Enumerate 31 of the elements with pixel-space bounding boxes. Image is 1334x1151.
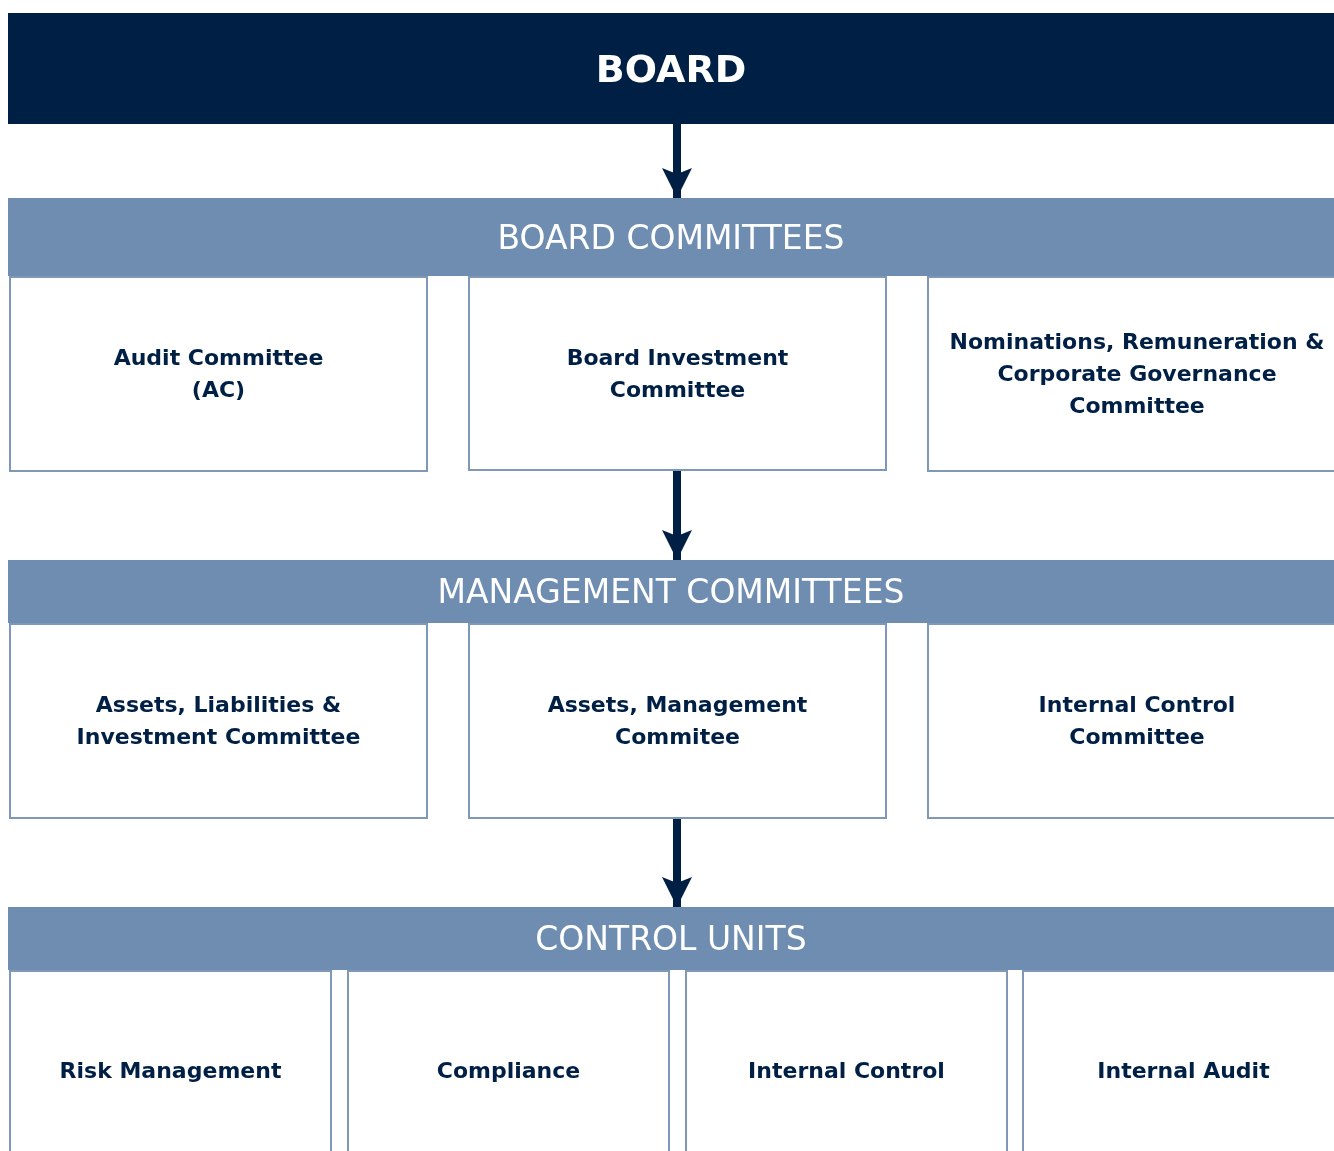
committee-box (9, 276, 428, 472)
box-label: Internal Control Committee (1037, 691, 1237, 751)
box-label: Risk Management (59, 1057, 282, 1085)
box-label: Board Investment Committee (565, 343, 790, 404)
committee-box (9, 623, 428, 819)
band-title: CONTROL UNITS (535, 919, 807, 958)
committee-box (468, 623, 887, 819)
section-band (8, 907, 1334, 970)
header-band (8, 13, 1334, 124)
committee-box (347, 970, 670, 1151)
section-band (8, 560, 1334, 623)
box-label: Audit Committee (AC) (112, 344, 325, 404)
committee-box (9, 970, 332, 1151)
committee-box (927, 276, 1334, 472)
band-title: BOARD COMMITTEES (497, 217, 845, 257)
committee-box (685, 970, 1008, 1151)
arrow (662, 819, 692, 907)
section-band (8, 198, 1334, 276)
box-label: Assets, Management Commitee (546, 691, 809, 751)
committee-box (468, 276, 887, 471)
box-label: Internal Audit (1097, 1057, 1270, 1085)
arrow (662, 471, 692, 560)
box-label: Nominations, Remuneration & Corporate Governance Committee (948, 328, 1326, 420)
band-title: BOARD (595, 46, 747, 91)
committee-box (927, 623, 1334, 819)
box-label: Assets, Liabilities & Investment Committee (75, 691, 362, 751)
box-label: Internal Control (748, 1057, 945, 1085)
committee-box (1022, 970, 1334, 1151)
arrow (662, 124, 692, 198)
band-title: MANAGEMENT COMMITTEES (437, 572, 905, 611)
box-label: Compliance (436, 1057, 581, 1085)
